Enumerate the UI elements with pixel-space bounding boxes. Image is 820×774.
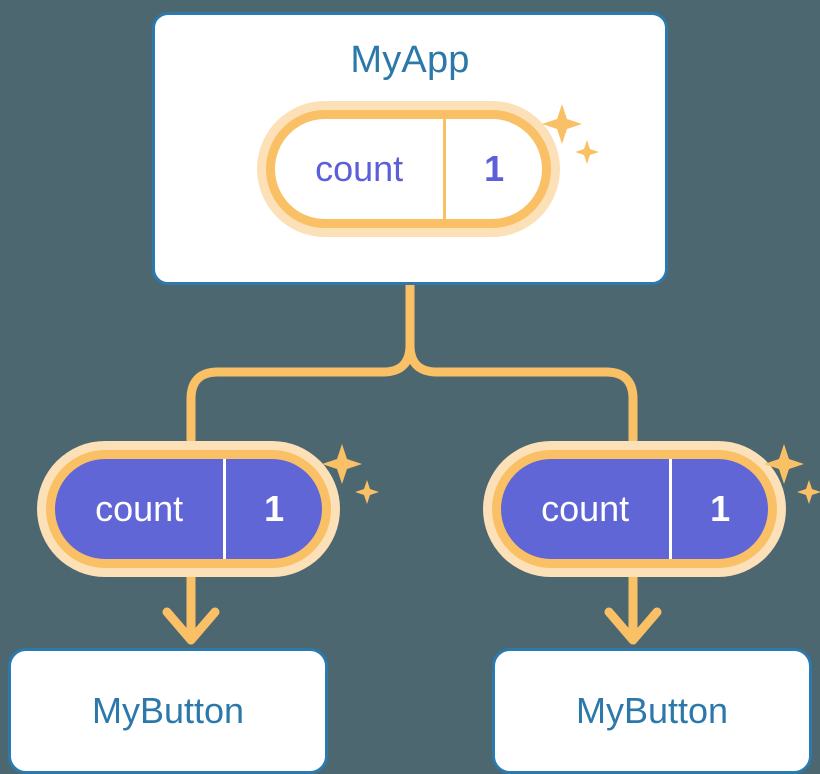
mybutton-label: MyButton bbox=[91, 690, 245, 731]
state-pill-root[interactable]: count 1 bbox=[266, 110, 551, 228]
branch-connector-icon bbox=[186, 280, 415, 457]
myapp-state-pill-wrap: count 1 bbox=[266, 110, 551, 228]
state-pill-key: count bbox=[95, 488, 184, 529]
page-title: MyApp bbox=[350, 39, 470, 81]
state-pill-key: count bbox=[315, 148, 404, 189]
state-pill-left[interactable]: count 1 bbox=[46, 450, 331, 568]
state-pill-value: 1 bbox=[223, 459, 322, 559]
right-state-pill-wrap: count 1 bbox=[492, 450, 777, 568]
branch-connector-right-icon bbox=[405, 340, 638, 457]
mybutton-card-right[interactable]: MyButton bbox=[492, 648, 812, 774]
sparkle-four-point-small-icon bbox=[797, 480, 820, 504]
state-pill-right[interactable]: count 1 bbox=[492, 450, 777, 568]
mybutton-label: MyButton bbox=[575, 690, 729, 731]
mybutton-card-left[interactable]: MyButton bbox=[8, 648, 328, 774]
arrow-down-icon-left bbox=[162, 567, 220, 645]
state-pill-key: count bbox=[541, 488, 630, 529]
left-state-pill-wrap: count 1 bbox=[46, 450, 331, 568]
state-pill-value: 1 bbox=[443, 119, 542, 219]
arrow-down-icon-right bbox=[604, 567, 662, 645]
state-pill-value: 1 bbox=[669, 459, 768, 559]
sparkle-four-point-small-icon bbox=[355, 480, 379, 504]
